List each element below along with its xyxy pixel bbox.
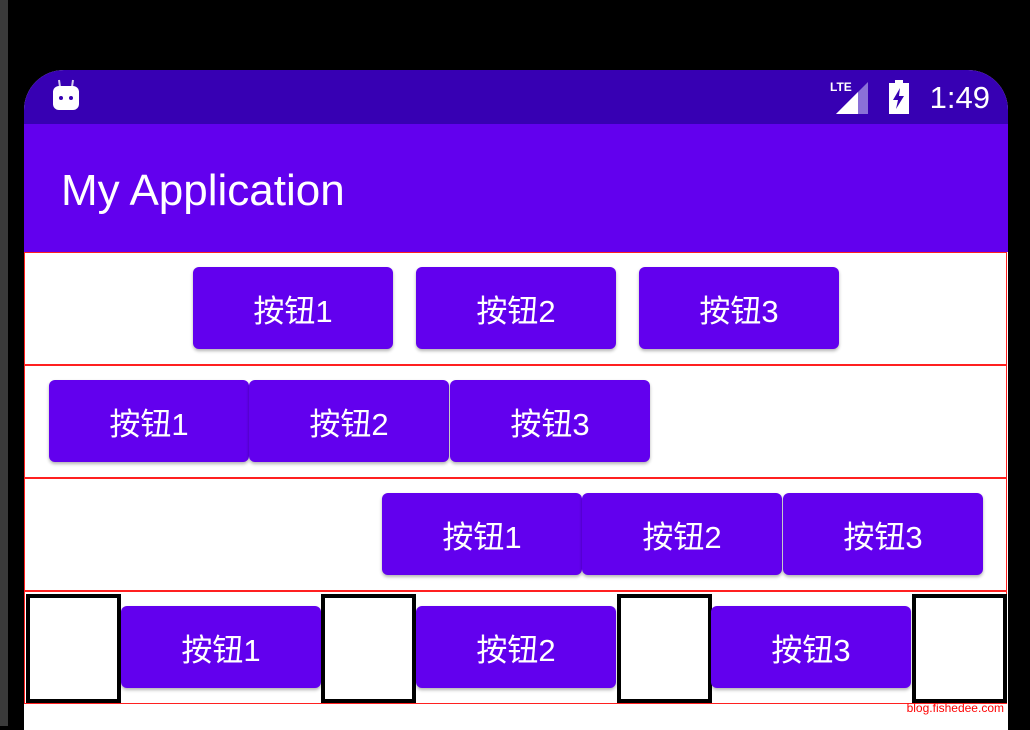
app-title: My Application [61, 166, 345, 215]
button-1[interactable]: 按钮1 [193, 267, 393, 349]
row-center: 按钮1 按钮2 按钮3 [24, 252, 1007, 365]
button-3[interactable]: 按钮3 [450, 380, 650, 462]
row-spaced: 按钮1 按钮2 按钮3 [24, 591, 1007, 704]
button-1[interactable]: 按钮1 [382, 493, 582, 575]
row-start: 按钮1 按钮2 按钮3 [24, 365, 1007, 478]
button-2[interactable]: 按钮2 [416, 267, 616, 349]
spacer-box [912, 594, 1007, 703]
app-bar: My Application [24, 124, 1008, 252]
lte-signal-icon [836, 82, 868, 114]
button-1[interactable]: 按钮1 [49, 380, 249, 462]
android-robot-icon [53, 79, 79, 110]
phone-screen: LTE 1:49 My Application 按钮1 按钮2 按钮3 按钮1 … [24, 70, 1008, 730]
status-bar: LTE 1:49 [24, 70, 1008, 124]
button-2[interactable]: 按钮2 [582, 493, 782, 575]
spacer-box [617, 594, 712, 703]
button-3[interactable]: 按钮3 [783, 493, 983, 575]
button-2[interactable]: 按钮2 [416, 606, 616, 688]
button-3[interactable]: 按钮3 [639, 267, 839, 349]
phone-frame [0, 0, 8, 726]
button-1[interactable]: 按钮1 [121, 606, 321, 688]
clock: 1:49 [929, 80, 990, 115]
button-3[interactable]: 按钮3 [711, 606, 911, 688]
spacer-box [321, 594, 416, 703]
battery-charging-icon [889, 80, 909, 114]
watermark: blog.fishedee.com [906, 701, 1004, 715]
spacer-box [26, 594, 121, 703]
button-2[interactable]: 按钮2 [249, 380, 449, 462]
row-end: 按钮1 按钮2 按钮3 [24, 478, 1007, 591]
network-type-label: LTE [830, 80, 852, 94]
